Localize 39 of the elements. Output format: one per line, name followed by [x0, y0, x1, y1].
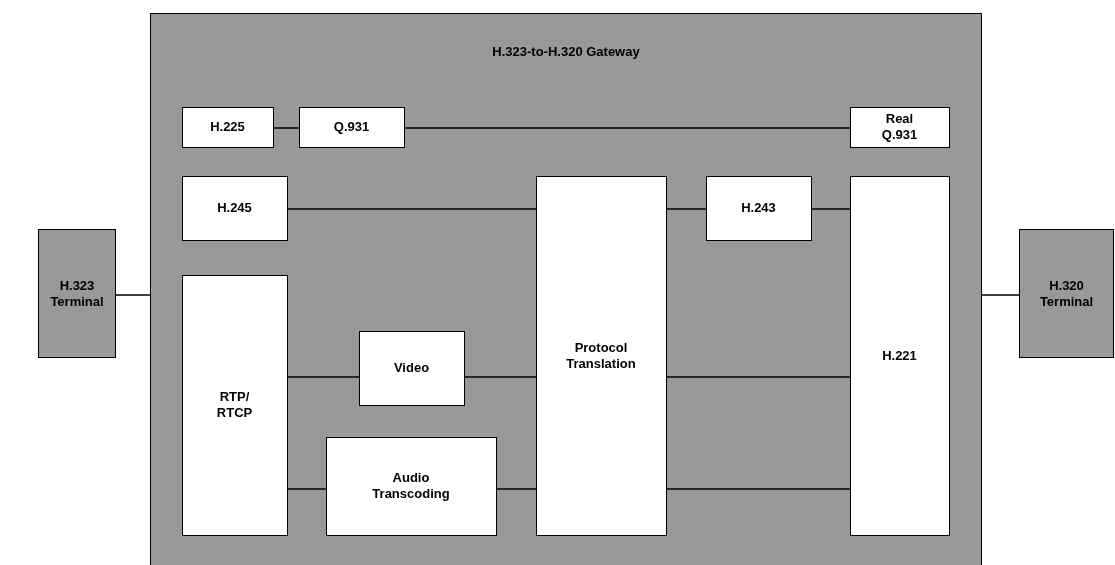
- box-label: H.323 Terminal: [50, 277, 104, 310]
- box-label: H.221: [882, 347, 917, 364]
- connector-line: [287, 488, 327, 490]
- box-label: Video: [393, 360, 430, 376]
- connector-line: [981, 294, 1020, 296]
- gateway-title: H.323-to-H.320 Gateway: [492, 44, 640, 60]
- connector-line: [666, 488, 851, 490]
- protocol-box: [298, 106, 405, 148]
- box-label: Audio Transcoding: [372, 470, 450, 502]
- connector-line: [287, 208, 537, 210]
- connector-line: [666, 376, 851, 378]
- box-label: H.243: [741, 200, 776, 216]
- box-label: RTP/ RTCP: [216, 389, 253, 421]
- connector-line: [404, 127, 851, 129]
- connector-line: [273, 127, 300, 129]
- protocol-box: [181, 175, 288, 241]
- terminal-box: [1019, 229, 1114, 358]
- protocol-box: [849, 106, 950, 148]
- terminal-box: [38, 229, 116, 358]
- box-label: H.225: [210, 119, 245, 135]
- protocol-box: [181, 274, 288, 536]
- box-label: H.320 Terminal: [1039, 277, 1094, 310]
- protocol-box: [325, 436, 497, 536]
- connector-line: [287, 376, 360, 378]
- protocol-box: [358, 330, 465, 406]
- box-label: Real Q.931: [881, 111, 918, 143]
- connector-line: [115, 294, 151, 296]
- connector-line: [496, 488, 537, 490]
- connector-line: [464, 376, 537, 378]
- connector-line: [666, 208, 707, 210]
- box-label: Protocol Translation: [566, 339, 636, 372]
- box-label: Q.931: [333, 119, 370, 135]
- protocol-box: [535, 175, 667, 536]
- connector-line: [811, 208, 851, 210]
- gateway-container: [150, 13, 982, 565]
- protocol-box: [705, 175, 812, 241]
- protocol-box: [849, 175, 950, 536]
- protocol-box: [181, 106, 274, 148]
- box-label: H.245: [217, 200, 252, 216]
